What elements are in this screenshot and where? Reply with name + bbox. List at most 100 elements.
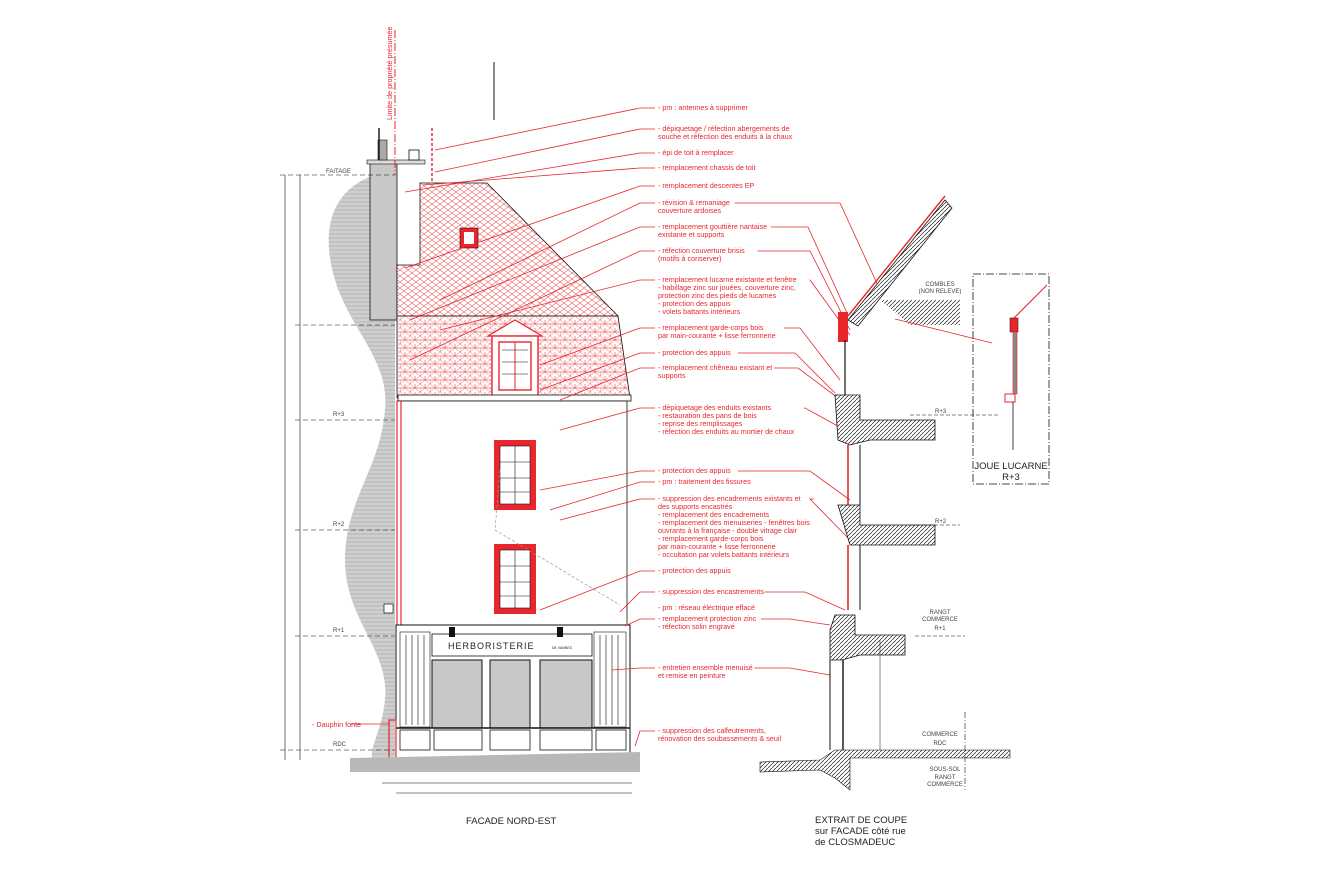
leader-line <box>549 481 655 511</box>
annotation-line: - réfection des enduits au mortier de ch… <box>658 427 795 436</box>
leader-line <box>619 591 655 613</box>
leader-line <box>539 327 655 366</box>
annotation-line: ouvrants à la française - double vitrage… <box>658 526 798 535</box>
leader-line <box>737 470 851 501</box>
leader-line <box>409 226 655 321</box>
annotation: - dépiquetage des enduits existants- res… <box>658 403 795 436</box>
annotation: - suppression des encastrements <box>658 587 764 596</box>
annotation-line: - occultation par volets battants intéri… <box>658 550 789 559</box>
annotation-line: - volets battants intérieurs <box>658 307 741 316</box>
annotation: - protection des appuis <box>658 348 731 357</box>
annotation-line: - entretien ensemble menuisé <box>658 663 753 672</box>
leader-line <box>770 226 849 316</box>
shop-front <box>388 624 631 761</box>
leader-line <box>422 167 655 186</box>
annotation-line: - suppression des encadrements existants… <box>658 494 801 503</box>
annotation-line: - remplacement garde-corps bois <box>658 534 764 543</box>
leader-line <box>559 498 655 521</box>
leader-line <box>764 591 846 611</box>
leader-line <box>761 618 831 626</box>
level-ridge: FAITAGE <box>326 169 351 175</box>
annotation: - pm : antennes à supprimer <box>658 103 748 112</box>
window-r3 <box>494 440 536 510</box>
leader-line <box>539 570 655 611</box>
detail-joue-lucarne <box>894 273 1050 485</box>
annotation: - suppression des encadrements existants… <box>658 494 810 559</box>
annotation: - pm : réseau électrique effacé <box>658 603 755 612</box>
annotation-list: - pm : antennes à supprimer - dépiquetage… <box>404 103 881 747</box>
annotation-line: - réfection couverture brisis <box>658 246 745 255</box>
elevation-title: FACADE NORD-EST <box>466 816 556 827</box>
annotation-line: - dépiquetage / réfection abergements de <box>658 124 789 133</box>
leader-line <box>803 407 846 431</box>
level-lines <box>280 174 632 794</box>
annotation-line: - remplacement des encadrements <box>658 510 769 519</box>
level-r3: R+3 <box>333 412 345 418</box>
leader-line <box>734 202 881 291</box>
annotation-line: - remplacement protection zinc <box>658 614 757 623</box>
leader-line <box>439 202 655 301</box>
annotation: - remplacement chassis de toit <box>658 163 755 172</box>
annotation-line: - réfection solin engravé <box>658 622 735 631</box>
annotation-line: - habillage zinc sur jouées, couverture … <box>658 283 796 292</box>
level-rdc: RDC <box>333 742 347 748</box>
ground <box>350 752 640 772</box>
annotation-line: protection zinc des pieds de lucarnes <box>658 291 777 300</box>
shop-sign: HERBORISTERIE <box>448 641 535 651</box>
annotation: - remplacement protection zinc- réfectio… <box>658 614 757 631</box>
property-limit-label: Limite de propriété présumée <box>385 27 394 121</box>
annotation-line: - remplacement gouttière nantaise <box>658 222 767 231</box>
annotation-line: - restauration des pans de bois <box>658 411 757 420</box>
section-combles: COMBLES(NON RELEVE) <box>919 282 962 295</box>
leader-line <box>539 352 655 391</box>
leader-line <box>737 352 836 394</box>
annotation-line: - dépiquetage des enduits existants <box>658 403 771 412</box>
annotation: - remplacement lucarne existante et fenê… <box>658 275 797 316</box>
leader-line <box>784 327 841 381</box>
dormer <box>485 319 545 397</box>
annotation-line: couverture ardoises <box>658 206 722 215</box>
annotation-line: - pm : antennes à supprimer <box>658 103 748 112</box>
shop-sign-small: DE VANNES <box>552 646 573 650</box>
window-r2 <box>494 544 536 614</box>
annotation: - protection des appuis <box>658 566 731 575</box>
section-drawing <box>759 195 1011 791</box>
leader-line <box>539 470 655 491</box>
annotation-line: - remplacement des menuiseries - fenêtre… <box>658 518 810 527</box>
leader-line <box>439 279 655 331</box>
annotation-line: - épi de toit à remplacer <box>658 148 734 157</box>
annotation-line: supports <box>658 371 686 380</box>
annotation-line: - remplacement chassis de toit <box>658 163 755 172</box>
leader-line <box>434 128 655 173</box>
annotation-line: - remplacement chêneau existant et <box>658 363 772 372</box>
annotation-line: - révision & remaniage <box>658 198 730 207</box>
annotation-line: des supports encastrés <box>658 502 733 511</box>
leader-line <box>624 618 655 627</box>
leader-line <box>774 367 839 399</box>
leader-line <box>754 667 831 676</box>
dauphin-label: - Dauphin fonte <box>312 720 361 729</box>
leader-line <box>404 185 655 269</box>
annotation-line: - remplacement descentes EP <box>658 181 754 190</box>
annotation-line: - suppression des calfeutrements, <box>658 726 766 735</box>
annotation-line: - remplacement garde-corps bois <box>658 323 764 332</box>
annotation-line: rénovation des soubassements & seuil <box>658 734 781 743</box>
annotation-line: souche et réfection des enduits à la cha… <box>658 132 793 141</box>
annotation-line: - protection des appuis <box>658 566 731 575</box>
annotation-line: (motifs à conserver) <box>658 254 722 263</box>
leader-line <box>809 498 851 541</box>
leader-line <box>559 407 655 431</box>
annotation-line: - reprise des remplissages <box>658 419 743 428</box>
chimney <box>366 30 433 321</box>
annotation: - dépiquetage / réfection abergements de… <box>658 124 793 141</box>
section-r3: R+3 <box>935 409 947 415</box>
annotation: - pm : traitement des fissures <box>658 477 751 486</box>
leader-line <box>634 730 655 747</box>
